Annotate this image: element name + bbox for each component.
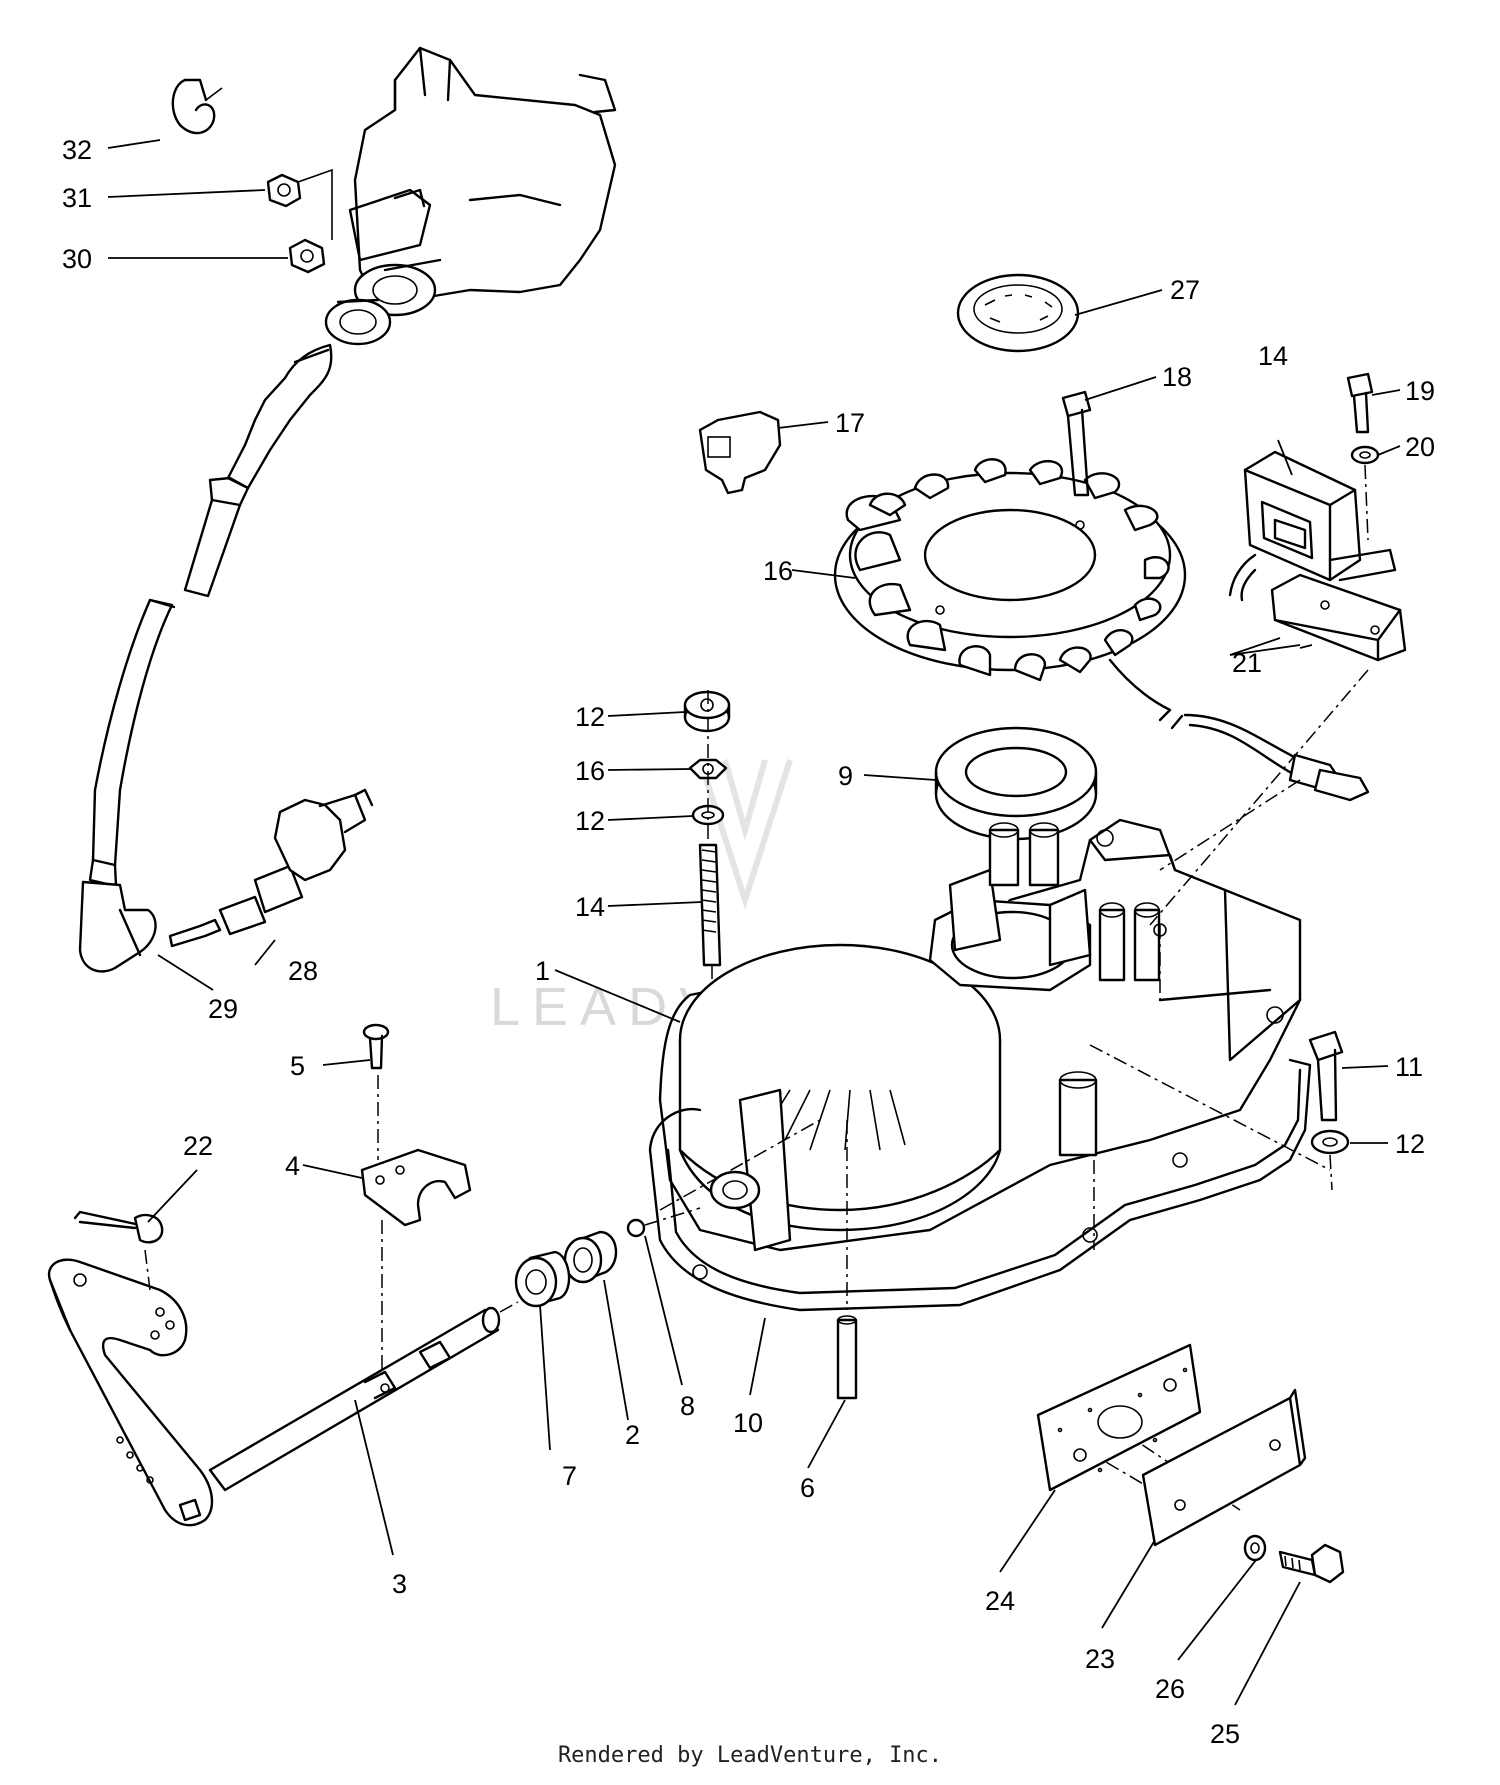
callout-8: 8 — [680, 1391, 695, 1421]
callout-2: 2 — [625, 1420, 640, 1450]
stator-bolt — [1061, 390, 1092, 497]
callout-12-right: 12 — [1395, 1129, 1425, 1159]
spacer-ring — [934, 726, 1098, 841]
callout-23: 22 — [183, 1131, 213, 1161]
spacer-plate — [1270, 573, 1407, 662]
oil-seal — [956, 273, 1080, 353]
footer-credit: Rendered by LeadVenture, Inc. — [557, 1743, 943, 1768]
hex-nut-32 — [266, 173, 302, 208]
rectifier-washer — [1350, 445, 1380, 465]
callout-7: 7 — [562, 1461, 577, 1491]
callout-32: 31 — [62, 183, 92, 213]
stator — [833, 458, 1187, 712]
callout-9: 9 — [838, 761, 853, 791]
callout-17: 16 — [763, 556, 793, 586]
ignition-coil — [324, 46, 617, 346]
stud — [698, 843, 722, 967]
callout-29: 28 — [288, 956, 318, 986]
callout-18: 17 — [835, 408, 865, 438]
governor-shaft — [208, 1306, 501, 1492]
callout-33: 32 — [62, 135, 92, 165]
callout-15: 14 — [1258, 341, 1288, 371]
lock-washer-27 — [1243, 1534, 1267, 1562]
callout-25: 24 — [985, 1586, 1015, 1616]
housing-gasket — [648, 1058, 1312, 1312]
callout-11: 11 — [1395, 1052, 1423, 1082]
leader-lines — [107, 139, 1401, 1706]
bracket-screw — [362, 1023, 390, 1070]
callout-12-top: 12 — [575, 806, 605, 836]
hex-nut-31 — [288, 238, 326, 274]
cover-gasket — [1036, 1343, 1202, 1492]
cover-plate — [1141, 1388, 1307, 1547]
governor-lever — [47, 1258, 214, 1527]
callout-labels: 32 31 30 27 18 14 19 20 17 16 21 12 16 1… — [62, 135, 1435, 1749]
blower-housing — [658, 818, 1302, 1252]
ball — [626, 1218, 646, 1238]
callout-19: 18 — [1162, 362, 1192, 392]
connector-boot — [698, 410, 782, 495]
rectifier-bolt — [1346, 372, 1374, 434]
dowel-pin — [836, 1315, 858, 1400]
callout-31: 30 — [62, 244, 92, 274]
callout-24: 23 — [1085, 1644, 1115, 1674]
governor-bracket — [360, 1148, 472, 1227]
flat-washer-12 — [1310, 1129, 1350, 1155]
callout-10: 10 — [733, 1408, 763, 1438]
bushing — [563, 1230, 618, 1284]
callout-28: 27 — [1170, 275, 1200, 305]
callout-20: 19 — [1405, 376, 1435, 406]
callout-21: 20 — [1405, 432, 1435, 462]
callout-6: 6 — [800, 1473, 815, 1503]
callout-16: 16 — [575, 756, 605, 786]
governor-link — [73, 1210, 164, 1244]
spark-plug — [168, 788, 374, 948]
rectifier-regulator — [1228, 450, 1397, 602]
callout-4: 4 — [285, 1151, 300, 1181]
locknut — [683, 690, 731, 733]
stator-wire-harness — [1158, 708, 1370, 802]
callout-14: 14 — [575, 892, 605, 922]
cover-bolt — [1278, 1543, 1345, 1584]
callout-30: 29 — [208, 994, 238, 1024]
callout-3: 3 — [392, 1569, 407, 1599]
wire-clip — [171, 78, 223, 135]
callout-26: 25 — [1210, 1719, 1240, 1749]
callout-5: 5 — [290, 1051, 305, 1081]
shaft-seal — [514, 1250, 571, 1308]
callout-27: 26 — [1155, 1674, 1185, 1704]
callout-13: 12 — [575, 702, 605, 732]
callout-1: 1 — [535, 956, 550, 986]
housing-bolt — [1308, 1030, 1344, 1122]
callout-22: 21 — [1232, 648, 1262, 678]
spark-plug-lead — [78, 343, 333, 973]
